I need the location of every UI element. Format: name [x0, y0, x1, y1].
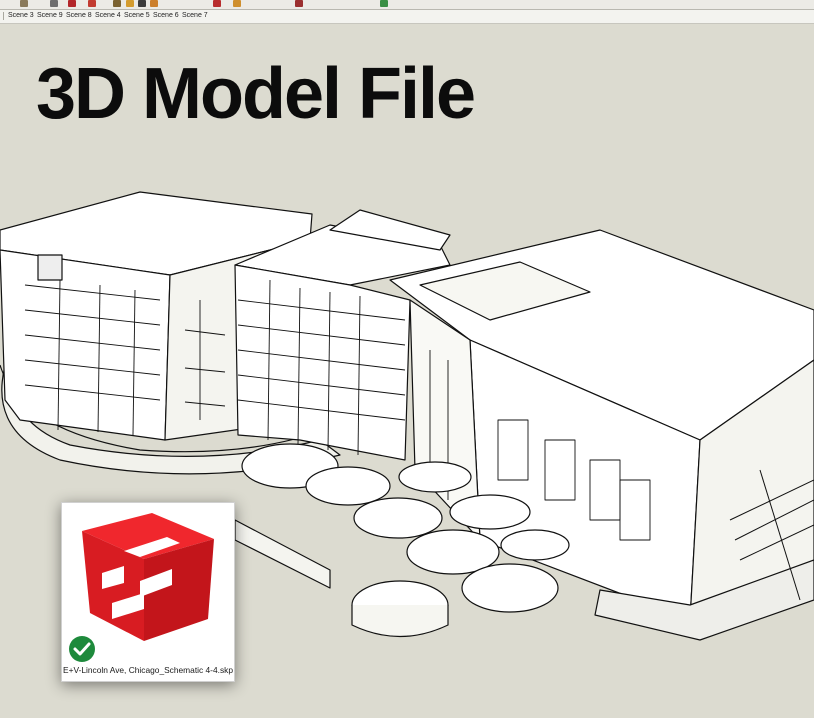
planter-disks	[241, 443, 570, 638]
terrace-structure	[729, 469, 814, 601]
right-building-side	[689, 359, 814, 621]
file-name: E+V-Lincoln Ave, Chicago_Schematic 4-4.s…	[62, 665, 233, 675]
planter	[305, 466, 391, 506]
planter	[353, 497, 443, 539]
planter	[500, 529, 570, 561]
right-building-roof-inset	[419, 261, 591, 321]
model-viewport[interactable]: 3D Model File E+V-Lincoln Ave, Chi	[0, 24, 814, 718]
scene-tabs: Scene 3 Scene 9 Scene 8 Scene 4 Scene 5 …	[0, 10, 814, 24]
left-building-front	[0, 249, 171, 441]
left-building-sign	[37, 254, 63, 281]
canopy-roof	[329, 209, 451, 251]
tab-separator	[3, 12, 4, 20]
right-building-windows	[429, 350, 651, 541]
planter	[449, 494, 531, 530]
scene-tab-8[interactable]: Scene 8	[66, 12, 92, 19]
tape-icon[interactable]	[126, 0, 134, 7]
push-pull-icon[interactable]	[138, 0, 146, 7]
scene-tab-7[interactable]: Scene 7	[182, 12, 208, 19]
pencil-icon[interactable]	[113, 0, 121, 7]
scene-tab-3[interactable]: Scene 3	[8, 12, 34, 19]
redo-icon[interactable]	[68, 0, 76, 7]
select-icon[interactable]	[50, 0, 58, 7]
planter	[406, 529, 500, 575]
layers-icon[interactable]	[233, 0, 241, 7]
section-icon[interactable]	[213, 0, 221, 7]
paint-icon[interactable]	[88, 0, 96, 7]
headline: 3D Model File	[36, 54, 476, 134]
building-model	[0, 191, 814, 641]
scene-tab-9[interactable]: Scene 9	[37, 12, 63, 19]
middle-building-floors	[237, 279, 406, 456]
scene-tab-4[interactable]: Scene 4	[95, 12, 121, 19]
file-thumbnail-card[interactable]: E+V-Lincoln Ave, Chicago_Schematic 4-4.s…	[61, 502, 235, 682]
model-icon[interactable]	[20, 0, 28, 7]
right-building-base	[594, 559, 814, 641]
scene-tab-5[interactable]: Scene 5	[124, 12, 150, 19]
geo-location-icon[interactable]	[380, 0, 388, 7]
planter	[461, 563, 559, 613]
planter	[398, 461, 472, 493]
walk-icon[interactable]	[150, 0, 158, 7]
sync-check-icon	[69, 636, 95, 662]
planter-rim	[351, 605, 449, 638]
component-icon[interactable]	[295, 0, 303, 7]
scene-tab-6[interactable]: Scene 6	[153, 12, 179, 19]
low-wall	[234, 519, 331, 589]
middle-building-front	[234, 264, 411, 461]
toolbar	[0, 0, 814, 10]
sketchup-icon	[82, 513, 214, 641]
left-building-windows	[24, 279, 226, 436]
